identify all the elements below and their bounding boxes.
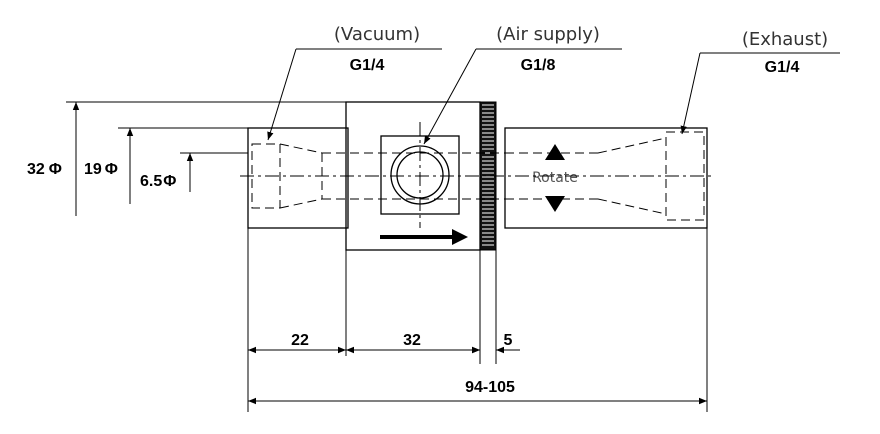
exhaust-port-thread-hidden bbox=[665, 131, 705, 221]
overall-length-value: 94-105 bbox=[465, 379, 515, 396]
vacuum-body bbox=[247, 127, 349, 229]
length-dimensions: 22 32 5 94-105 bbox=[247, 228, 708, 412]
flow-direction-arrow-head bbox=[452, 229, 468, 245]
vacuum-port-thread-hidden bbox=[251, 143, 281, 209]
exhaust-leader-line bbox=[680, 52, 701, 135]
rotate-up-arrow-icon bbox=[545, 144, 565, 160]
exhaust-taper-bottom bbox=[597, 198, 667, 215]
left-section-value: 22 bbox=[291, 332, 309, 349]
center-section-value: 32 bbox=[403, 332, 421, 349]
vacuum-port-thread: G1/4 bbox=[350, 57, 385, 74]
vacuum-taper-top bbox=[279, 143, 323, 154]
air-supply-port-label-group: (Air supply) G1/8 bbox=[423, 24, 622, 145]
vacuum-port-label: (Vacuum) bbox=[334, 24, 420, 45]
main-bore bbox=[240, 152, 714, 200]
air-supply-port-thread: G1/8 bbox=[521, 57, 556, 74]
vacuum-taper-bottom bbox=[279, 198, 323, 209]
air-supply-port-label: (Air supply) bbox=[496, 24, 600, 45]
knurled-adjust-ring bbox=[479, 101, 497, 251]
exhaust-port-thread: G1/4 bbox=[765, 59, 800, 76]
vacuum-body-outline bbox=[247, 127, 349, 229]
rotate-label: Rotate bbox=[532, 170, 578, 186]
inner-diameter-value: 6.5Φ bbox=[140, 173, 176, 190]
ring-width-value: 5 bbox=[504, 332, 513, 349]
exhaust-body: Rotate bbox=[504, 127, 708, 229]
vacuum-leader-line bbox=[267, 48, 297, 141]
exhaust-body-outline bbox=[504, 127, 708, 229]
rotate-down-arrow-icon bbox=[545, 196, 565, 212]
exhaust-port-label-group: (Exhaust) G1/4 bbox=[680, 29, 840, 135]
air-supply-leader-line bbox=[423, 48, 477, 145]
vacuum-port-label-group: (Vacuum) G1/4 bbox=[267, 24, 442, 141]
exhaust-taper-top bbox=[597, 137, 667, 154]
exhaust-port-label: (Exhaust) bbox=[742, 29, 828, 50]
